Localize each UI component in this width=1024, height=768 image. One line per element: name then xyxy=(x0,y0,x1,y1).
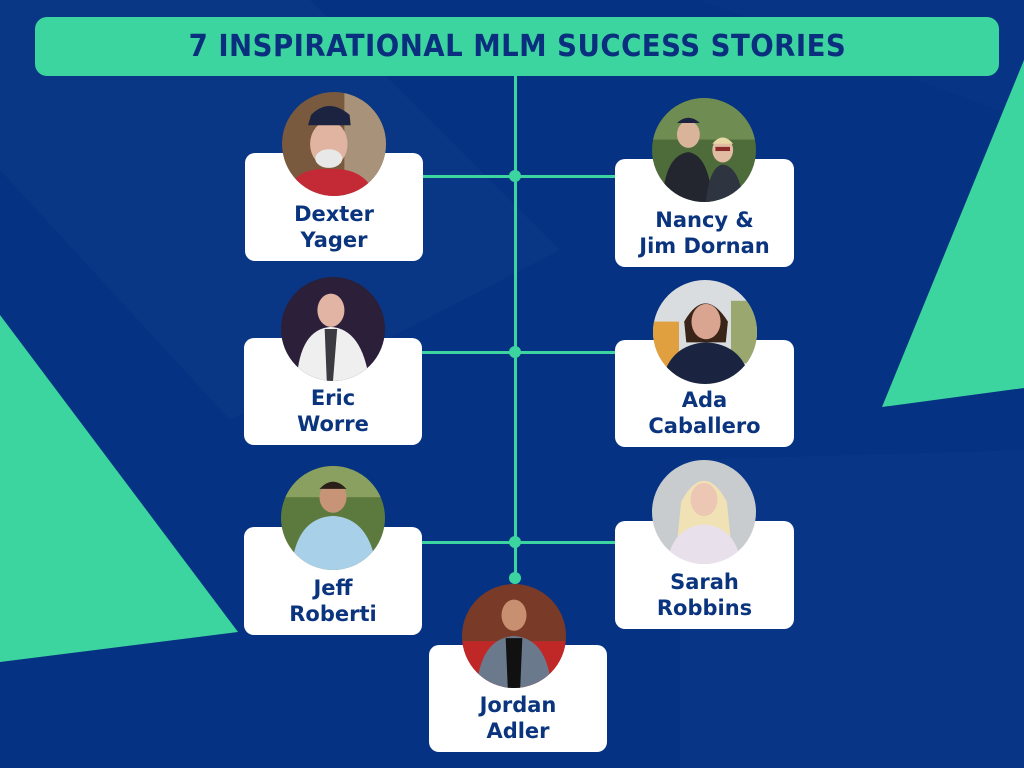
avatar-sarah-robbins xyxy=(652,460,756,564)
person-name-line1: Jordan xyxy=(479,693,557,717)
person-name-line1: Jeff xyxy=(313,576,353,600)
avatar-jeff-roberti xyxy=(281,466,385,570)
avatar-ada-caballero xyxy=(653,280,757,384)
connector-dot xyxy=(509,536,521,548)
avatar-eric-worre xyxy=(281,277,385,381)
connector-dot xyxy=(509,170,521,182)
right-green-triangle xyxy=(882,60,1024,407)
person-name-line2: Adler xyxy=(486,719,550,743)
person-name-line1: Sarah xyxy=(670,570,739,594)
person-name-line1: Eric xyxy=(310,386,356,410)
left-green-triangle xyxy=(0,315,238,662)
person-name-line2: Robbins xyxy=(656,596,753,620)
person-name-line2: Caballero xyxy=(648,414,761,438)
person-name-line2: Jim Dornan xyxy=(639,234,770,258)
person-name-line1: Dexter xyxy=(294,202,374,226)
page-title: 7 INSPIRATIONAL MLM SUCCESS STORIES xyxy=(188,29,846,64)
connector-dot xyxy=(509,346,521,358)
avatar-jordan-adler xyxy=(462,584,566,688)
person-name-line2: Yager xyxy=(300,228,368,252)
vertical-trunk-line xyxy=(514,76,517,578)
person-name-line1: Nancy & xyxy=(655,208,754,232)
person-card-jeff-roberti: Jeff Roberti xyxy=(244,527,422,635)
person-name-line2: Worre xyxy=(297,412,369,436)
avatar-nancy-jim-dornan xyxy=(652,98,756,202)
avatar-dexter-yager xyxy=(282,92,386,196)
person-name-line1: Ada xyxy=(681,388,728,412)
person-card-dexter-yager: Dexter Yager xyxy=(245,153,423,261)
person-name-line2: Roberti xyxy=(289,602,377,626)
title-banner: 7 INSPIRATIONAL MLM SUCCESS STORIES xyxy=(35,17,999,76)
connector-dot xyxy=(509,572,521,584)
